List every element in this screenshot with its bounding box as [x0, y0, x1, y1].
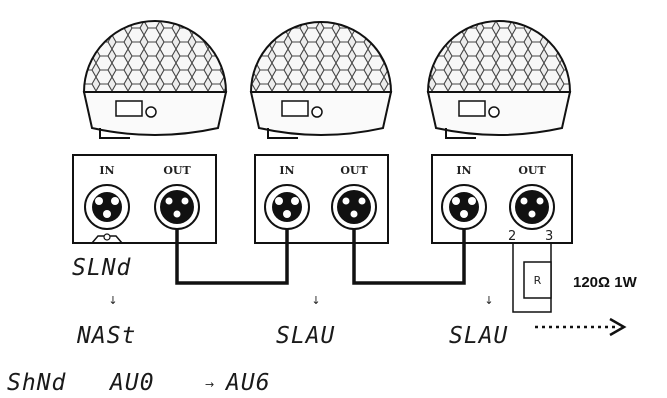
- lcd-1: [115, 100, 143, 117]
- address-range-arrow: →: [205, 378, 214, 391]
- connector-panel-2: IN OUT: [254, 154, 389, 244]
- out-label-1: OUT: [163, 164, 191, 177]
- light-unit-1: [82, 20, 228, 139]
- unit-3-sub-display: SLAU: [449, 323, 508, 349]
- slave-mode-display: ShNd: [7, 370, 67, 396]
- in-label-2: IN: [279, 164, 294, 177]
- in-label-3: IN: [456, 164, 471, 177]
- connector-panel-3: IN OUT: [431, 154, 573, 244]
- light-unit-2: [249, 21, 393, 139]
- lcd-3: [458, 100, 486, 117]
- signal-continues-arrowhead: [609, 317, 627, 337]
- bracket-1: [99, 128, 130, 139]
- address-to-display: AU6: [224, 370, 271, 396]
- knob-2: [311, 106, 323, 118]
- xlr-out-1: [154, 184, 200, 230]
- xlr-out-3: [509, 184, 555, 230]
- xlr-in-3: [441, 184, 487, 230]
- bracket-2: [267, 128, 298, 139]
- pin-1-marker: [103, 233, 111, 241]
- bracket-3: [445, 128, 476, 139]
- unit-2-sub-display: SLAU: [276, 323, 335, 349]
- unit-3-down-arrow: ↓: [484, 294, 493, 307]
- dome-1: [82, 20, 228, 93]
- address-from-display: AU0: [108, 370, 155, 396]
- resistor-label: R: [534, 274, 542, 287]
- lcd-2: [281, 100, 309, 117]
- resistor-spec: 120Ω 1W: [573, 274, 638, 291]
- dmx-cable-2-to-3: [352, 229, 466, 285]
- knob-3: [488, 106, 500, 118]
- knob-1: [145, 106, 157, 118]
- out-label-3: OUT: [518, 164, 546, 177]
- connector-panel-1: IN OUT: [72, 154, 217, 244]
- xlr-out-2: [331, 184, 377, 230]
- dome-3: [426, 20, 572, 93]
- dome-2: [249, 21, 393, 93]
- in-label-1: IN: [99, 164, 114, 177]
- light-unit-3: [426, 20, 572, 139]
- xlr-in-1: [84, 184, 130, 230]
- resistor-box: [523, 261, 552, 299]
- unit-1-mode-display: SLNd: [72, 255, 132, 281]
- xlr-in-2: [264, 184, 310, 230]
- unit-1-sub-display: NASt: [76, 323, 136, 349]
- terminator: 2 3 R 120Ω 1W: [508, 229, 638, 337]
- unit-1-down-arrow: ↓: [108, 294, 117, 307]
- pin-3-label: 3: [545, 229, 553, 244]
- pin-2-label: 2: [508, 229, 516, 244]
- out-label-2: OUT: [340, 164, 368, 177]
- dmx-cable-1-to-2: [175, 229, 289, 285]
- unit-2-down-arrow: ↓: [311, 294, 320, 307]
